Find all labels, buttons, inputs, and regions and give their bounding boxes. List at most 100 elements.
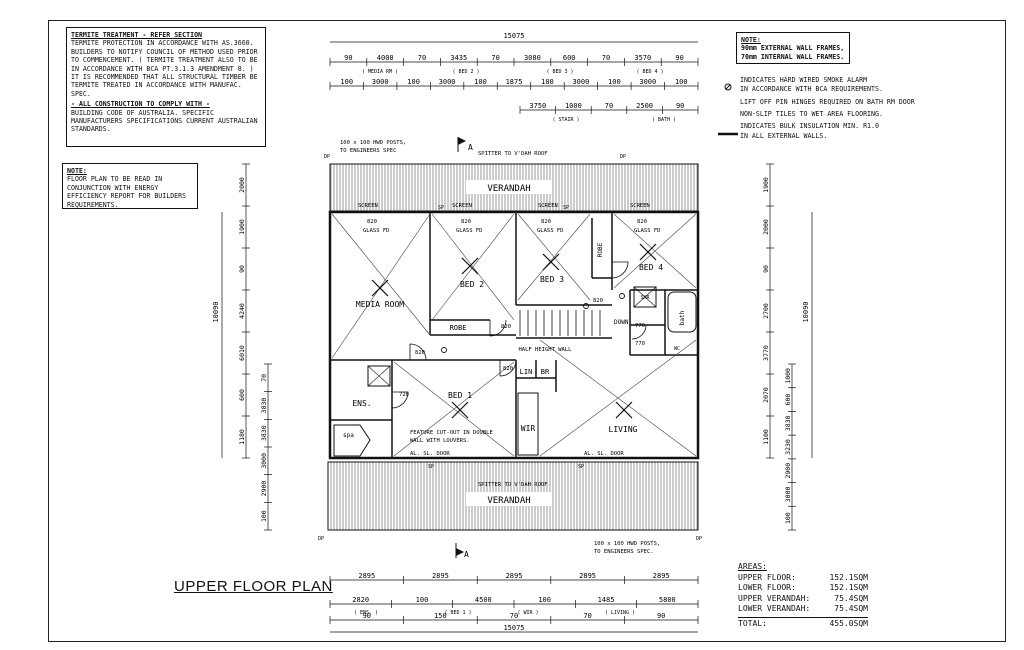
left-dim-1-label: 600	[238, 389, 246, 401]
left-dim-2-label: 3830	[260, 425, 268, 441]
left-overall-label: 10090	[212, 301, 220, 322]
left-dim-1-label: 2000	[238, 177, 246, 193]
top-dim-1-label: 600	[563, 54, 576, 62]
top-dim-1-sub: ( BED 4 )	[636, 69, 663, 75]
top-dim-2-label: 1875	[506, 78, 523, 86]
top-dim-2-label: 100	[541, 78, 554, 86]
bottom-dim-2-label: 2820	[352, 596, 369, 604]
left-dim-2-label: 70	[260, 374, 268, 382]
areas-heading: AREAS:	[738, 562, 767, 571]
top-dim-3-label: 1000	[565, 102, 582, 110]
bottom-dim-3-label: 70	[510, 612, 518, 620]
smoke-alarm-text-1: INDICATES HARD WIRED SMOKE ALARM	[740, 76, 868, 84]
areas-table: AREAS: UPPER FLOOR:152.1sqmLOWER FLOOR:1…	[738, 562, 868, 629]
areas-row: LOWER FLOOR:152.1sqm	[738, 583, 868, 594]
ceiling-fan-icons	[371, 243, 657, 419]
top-dim-1-label: 3080	[524, 54, 541, 62]
left-dim-1-label: 4240	[238, 303, 246, 319]
door-size-label: 770	[635, 323, 645, 329]
room-label-lin: LIN	[520, 368, 533, 376]
sp-label-2: SP	[563, 205, 569, 211]
bottom-dim-1-label: 2895	[653, 572, 670, 580]
bottom-dim-3-label: 90	[657, 612, 665, 620]
bottom-dim-1-label: 2895	[358, 572, 375, 580]
screen-label-1: SCREEN	[358, 203, 378, 209]
floor-note-heading: NOTE:	[67, 167, 87, 175]
bottom-dim-2-label: 100	[538, 596, 551, 604]
termite-note-heading: TERMITE TREATMENT - REFER SECTION	[71, 31, 203, 39]
screen-label-4: SCREEN	[630, 203, 650, 209]
fan-icon-bed3	[542, 253, 560, 271]
legend: INDICATES HARD WIRED SMOKE ALARM IN ACCO…	[740, 76, 915, 141]
areas-row-value: 152.1sqm	[829, 583, 868, 592]
wir-shelf	[517, 392, 539, 456]
bottom-dim-2-label: 5800	[659, 596, 676, 604]
spitter-bottom-label: SPITTER TO V'DAH ROOF	[478, 482, 548, 488]
construction-body: BUILDING CODE OF AUSTRALIA. SPECIFIC MAN…	[71, 108, 258, 134]
top-dim-2-label: 100	[407, 78, 420, 86]
room-label-ens: ENS.	[352, 399, 371, 408]
construction-heading: - ALL CONSTRUCTION TO COMPLY WITH -	[71, 100, 210, 109]
left-dim-1-label: 1180	[238, 429, 246, 445]
top-dim-1-label: 4000	[377, 54, 394, 62]
glass-fd-label-2: GLASS FD	[456, 228, 483, 234]
glass-fd-label-4: GLASS FD	[634, 228, 661, 234]
fan-icon-bed2	[461, 257, 479, 275]
areas-total-value: 455.0sqm	[829, 618, 868, 628]
top-dim-3-label: 2500	[636, 102, 653, 110]
al-door-label-2: AL. SL. DOOR	[584, 451, 624, 457]
internal-walls	[330, 212, 698, 458]
top-dim-2-label: 100	[608, 78, 621, 86]
verandah-top-label: VERANDAH	[487, 184, 530, 194]
top-dim-2-label: 100	[675, 78, 688, 86]
room-label-br: BR	[541, 368, 550, 376]
left-dim-2-label: 2900	[260, 481, 268, 497]
tiles-text: NON-SLIP TILES TO WET AREA FLOORING.	[740, 110, 883, 118]
wall-note-heading: NOTE:	[741, 36, 761, 44]
areas-row: LOWER VERANDAH:75.4sqm	[738, 604, 868, 615]
section-marker-bottom: A	[455, 543, 469, 559]
top-dim-2-label: 3000	[372, 78, 389, 86]
top-dim-1-label: 90	[675, 54, 683, 62]
top-dim-1-label: 3570	[634, 54, 651, 62]
insulation-text-2: IN ALL EXTERNAL WALLS.	[740, 132, 828, 140]
top-dim-2-label: 3000	[572, 78, 589, 86]
posts-top-label-2: TO ENGINEERS SPEC	[340, 148, 396, 154]
areas-row: UPPER VERANDAH:75.4sqm	[738, 594, 868, 605]
al-door-label-1: AL. SL. DOOR	[410, 451, 450, 457]
top-dim-1-label: 70	[491, 54, 499, 62]
dp-label-1: DP	[324, 154, 330, 160]
ensuite-shower	[367, 365, 391, 387]
top-dim-1-sub: ( BED 3 )	[546, 69, 573, 75]
glass-fd-label-1: GLASS FD	[363, 228, 390, 234]
fan-icon-living	[615, 401, 633, 419]
floor-note-body: FLOOR PLAN TO BE READ IN CONJUNCTION WIT…	[67, 175, 187, 209]
bottom-dim-2-sub: ( LIVING )	[605, 610, 635, 616]
top-dim-3-sub: ( BATH )	[652, 117, 676, 123]
top-dim-2-label: 3000	[639, 78, 656, 86]
areas-rows: UPPER FLOOR:152.1sqmLOWER FLOOR:152.1sqm…	[738, 573, 868, 615]
areas-row: UPPER FLOOR:152.1sqm	[738, 573, 868, 584]
dp-label-4: DP	[696, 536, 702, 542]
door-size-label: 820	[541, 219, 551, 225]
smoke-alarm-text-2: IN ACCORDANCE WITH BCA REQUIREMENTS.	[740, 85, 883, 93]
posts-bottom-label-2: TO ENGINEERS SPEC.	[594, 549, 654, 555]
top-dim-2-label: 100	[474, 78, 487, 86]
door-size-label: 770	[635, 341, 645, 347]
sp-label-3: SP	[428, 464, 434, 470]
left-dim-2-label: 3000	[260, 453, 268, 469]
right-dim-2-label: 1000	[784, 368, 792, 384]
top-dim-2-label: 100	[340, 78, 353, 86]
door-size-label: 820	[367, 219, 377, 225]
top-overall-label: 15075	[503, 32, 524, 40]
plan-title: UPPER FLOOR PLAN	[174, 578, 333, 595]
room-label-wir: WIR	[521, 424, 536, 433]
top-dim-3-label: 90	[676, 102, 684, 110]
svg-text:A: A	[464, 550, 469, 559]
door-size-label: 820	[637, 219, 647, 225]
room-label-robe-bed3: ROBE	[597, 242, 604, 257]
door-size-label: 820	[501, 324, 511, 330]
screen-label-2: SCREEN	[452, 203, 472, 209]
right-dim-1-label: 1900	[762, 177, 770, 193]
right-dim-2-label: 100	[784, 512, 792, 524]
